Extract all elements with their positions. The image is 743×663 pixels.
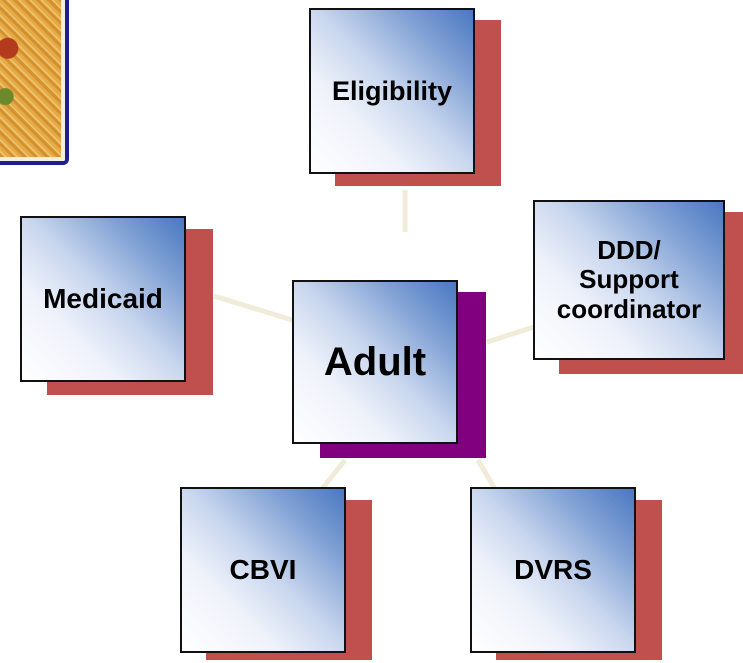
connector-ddd (486, 324, 535, 345)
decorative-image-corner (0, 0, 69, 165)
node-adult-box: Adult (292, 280, 458, 444)
connector-medicaid (213, 293, 293, 323)
node-ddd-label: DDD/ Support coordinator (556, 235, 702, 324)
connector-dvrs (475, 458, 498, 491)
node-medicaid-box: Medicaid (20, 216, 186, 382)
node-adult-label: Adult (323, 339, 427, 384)
node-cbvi-box: CBVI (180, 487, 346, 653)
connector-cbvi (320, 458, 347, 491)
node-dvrs-label: DVRS (514, 554, 592, 586)
node-cbvi-label: CBVI (229, 554, 297, 586)
image-frame-bevel (0, 0, 65, 161)
node-medicaid-label: Medicaid (43, 283, 163, 315)
node-eligibility-label: Eligibility (331, 75, 452, 106)
node-dvrs-box: DVRS (470, 487, 636, 653)
node-eligibility-box: Eligibility (309, 8, 475, 174)
textured-image-fill (0, 0, 65, 161)
node-ddd-box: DDD/ Support coordinator (533, 200, 725, 360)
